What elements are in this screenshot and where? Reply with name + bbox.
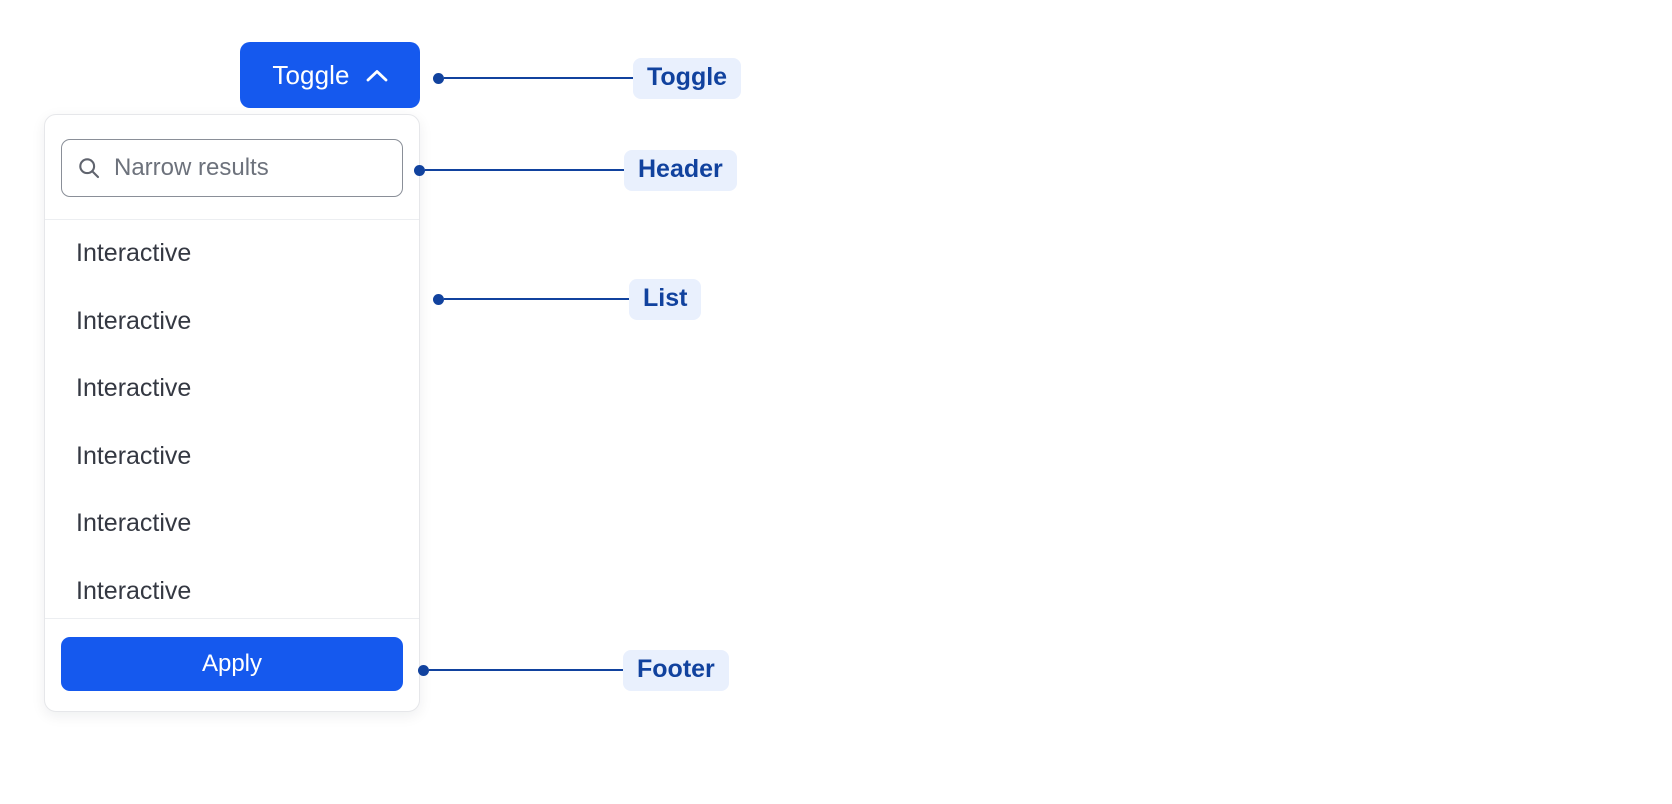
annotation-dot-icon — [433, 293, 444, 305]
toggle-button-label: Toggle — [272, 60, 350, 90]
search-input[interactable] — [62, 154, 402, 182]
annotation-leader-line — [425, 169, 624, 171]
chevron-up-icon — [366, 69, 388, 82]
dropdown-list: Interactive Interactive Interactive Inte… — [45, 220, 419, 618]
annotation-label-toggle: Toggle — [633, 57, 742, 99]
annotation-dot-icon — [418, 664, 429, 676]
annotation-leader-line — [444, 77, 633, 79]
annotation-leader-line — [429, 669, 623, 671]
annotation-leader-line — [444, 298, 629, 300]
search-field[interactable] — [61, 139, 403, 197]
annotation-label-list: List — [629, 278, 702, 320]
annotation-dot-icon — [414, 164, 425, 176]
list-item[interactable]: Interactive — [45, 288, 419, 356]
list-item-label: Interactive — [76, 576, 192, 605]
dropdown-panel: Interactive Interactive Interactive Inte… — [44, 114, 420, 712]
list-item-label: Interactive — [76, 441, 192, 470]
list-item-label: Interactive — [76, 306, 192, 335]
list-item-label: Interactive — [76, 239, 192, 268]
list-item[interactable]: Interactive — [45, 220, 419, 288]
list-item[interactable]: Interactive — [45, 490, 419, 558]
annotation-label-footer: Footer — [623, 649, 729, 691]
list-item[interactable]: Interactive — [45, 355, 419, 423]
search-icon — [77, 156, 101, 180]
dropdown-header — [45, 115, 419, 220]
annotation-label-header: Header — [624, 149, 737, 191]
list-item-label: Interactive — [76, 374, 192, 403]
toggle-button[interactable]: Toggle — [240, 42, 420, 108]
dropdown-footer: Apply — [45, 618, 419, 711]
list-item[interactable]: Interactive — [45, 558, 419, 619]
annotation-dot-icon — [433, 72, 444, 84]
list-item[interactable]: Interactive — [45, 423, 419, 491]
list-item-label: Interactive — [76, 509, 192, 538]
apply-button[interactable]: Apply — [61, 637, 403, 691]
